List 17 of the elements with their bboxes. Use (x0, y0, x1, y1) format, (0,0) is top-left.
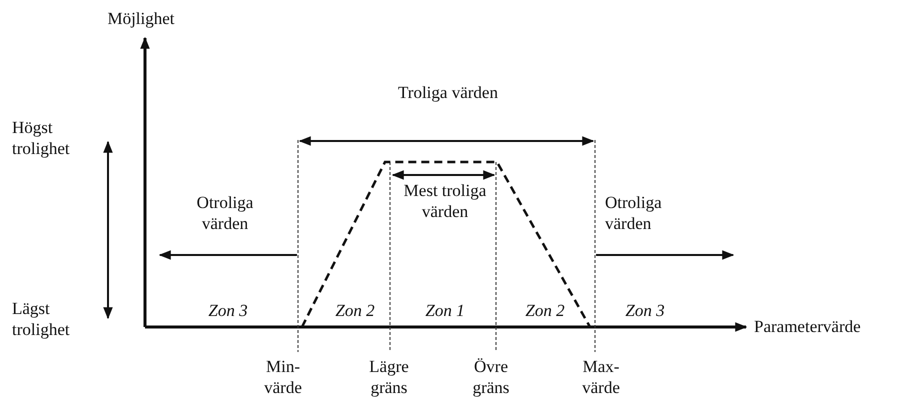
axis-title: Parametervärde (754, 316, 862, 337)
limit-label: Min- värde (263, 356, 303, 398)
zone-label: Zon 3 (207, 300, 249, 321)
zone-label: Zon 2 (334, 300, 376, 321)
zone-label: Zon 2 (524, 300, 566, 321)
limit-label: Max- värde (581, 356, 621, 398)
limit-label: Övre gräns (472, 356, 510, 398)
scale-label: Högst trolighet (12, 117, 71, 159)
range-label: Troliga värden (398, 82, 498, 103)
scale-label: Lägst trolighet (12, 298, 71, 340)
limit-label: Lägre gräns (368, 356, 410, 398)
range-label: Otroliga värden (605, 192, 663, 234)
axis-title: Möjlighet (106, 8, 176, 29)
range-label: Mest troliga värden (402, 180, 488, 222)
zone-label: Zon 3 (624, 300, 666, 321)
zone-label: Zon 1 (424, 300, 466, 321)
range-label: Otroliga värden (196, 192, 254, 234)
